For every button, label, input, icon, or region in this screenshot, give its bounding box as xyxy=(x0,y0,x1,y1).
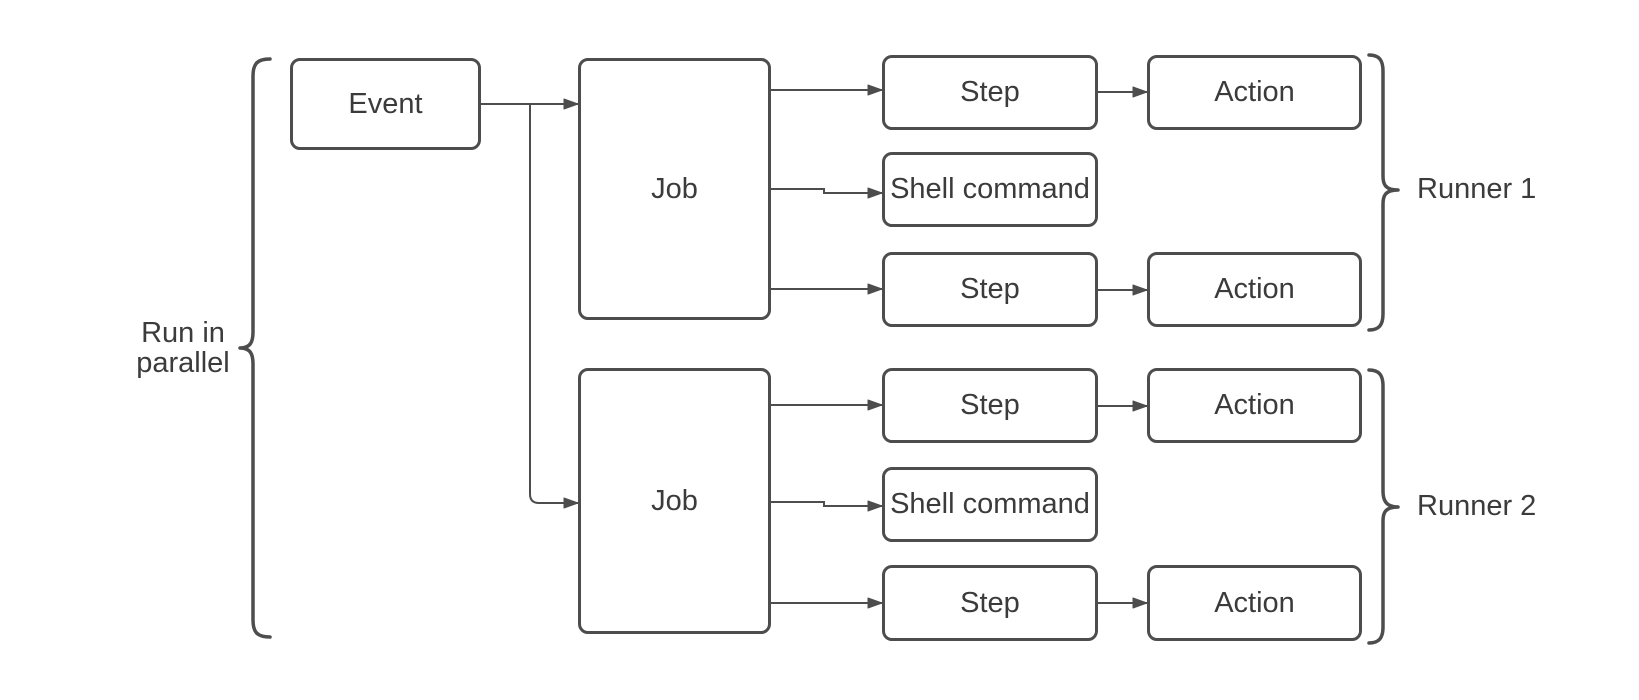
runner1-step1-node: Step xyxy=(882,55,1098,130)
runner2-action1-node: Action xyxy=(1147,368,1362,443)
runner1-brace xyxy=(1367,53,1400,332)
job2-node: Job xyxy=(578,368,771,634)
run-in-parallel-label: Run in parallel xyxy=(110,318,256,379)
connector-event-job2 xyxy=(529,104,579,509)
connector-job2-shell xyxy=(771,500,883,512)
event-node: Event xyxy=(290,58,481,150)
runner2-action2-node: Action xyxy=(1147,565,1362,641)
runner2-shell-command-node: Shell command xyxy=(882,467,1098,542)
run-in-parallel-brace xyxy=(238,57,272,639)
runner2-step1-node: Step xyxy=(882,368,1098,443)
runner1-label: Runner 1 xyxy=(1417,173,1537,205)
runner1-shell-command-node: Shell command xyxy=(882,152,1098,227)
runner2-label: Runner 2 xyxy=(1417,490,1537,522)
connector-job1-shell xyxy=(771,187,883,199)
run-in-parallel-label-line1: Run in xyxy=(141,317,225,349)
runner1-action1-node: Action xyxy=(1147,55,1362,130)
runner1-action2-node: Action xyxy=(1147,252,1362,327)
job1-node: Job xyxy=(578,58,771,320)
run-in-parallel-label-line2: parallel xyxy=(136,347,230,380)
runner2-brace xyxy=(1367,368,1400,645)
runner1-step2-node: Step xyxy=(882,252,1098,327)
runner2-step2-node: Step xyxy=(882,565,1098,641)
